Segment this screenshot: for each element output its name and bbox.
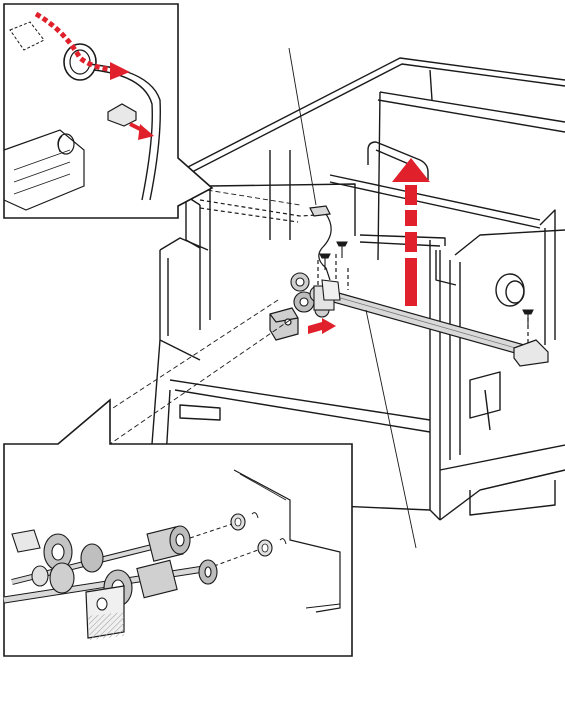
screw-icon (523, 310, 533, 326)
connector (310, 206, 331, 280)
pull-out-arrow (308, 318, 336, 334)
screws (320, 242, 533, 326)
hidden-edges (200, 200, 528, 344)
screw-icon (337, 242, 347, 258)
clutch-motor (270, 308, 298, 340)
bottom-left-inset (4, 400, 352, 656)
lift-arrow (392, 158, 430, 306)
top-left-inset (4, 4, 212, 218)
gear-assembly (291, 273, 340, 317)
feed-roller-shaft (326, 290, 548, 366)
